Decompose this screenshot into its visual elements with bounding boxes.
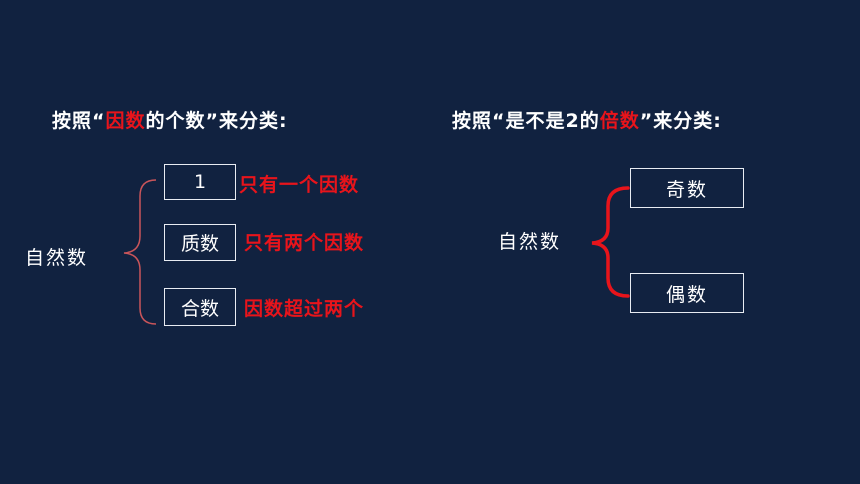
left-root-label: 自然数 xyxy=(25,247,89,269)
left-heading-highlight: 因数 xyxy=(105,110,146,132)
left-heading-prefix: 按照“ xyxy=(52,110,106,132)
right-heading-suffix: ”来分类: xyxy=(639,110,722,132)
right-heading-prefix: 按照“是不是2的 xyxy=(452,110,600,132)
right-heading: 按照“是不是2的倍数”来分类: xyxy=(452,106,722,133)
box-prime: 质数 xyxy=(164,224,236,261)
right-root-label: 自然数 xyxy=(498,231,562,253)
desc-prime: 只有两个因数 xyxy=(244,232,365,254)
desc-one: 只有一个因数 xyxy=(239,174,360,196)
box-even: 偶数 xyxy=(630,273,744,313)
left-heading: 按照“因数的个数”来分类: xyxy=(52,106,288,133)
box-one: 1 xyxy=(164,164,236,200)
left-heading-suffix: 的个数”来分类: xyxy=(145,110,288,132)
right-brace xyxy=(591,186,630,298)
box-odd: 奇数 xyxy=(630,168,744,208)
left-brace xyxy=(123,179,157,325)
right-heading-highlight: 倍数 xyxy=(599,110,640,132)
desc-composite: 因数超过两个 xyxy=(244,298,365,320)
box-composite: 合数 xyxy=(164,288,236,326)
